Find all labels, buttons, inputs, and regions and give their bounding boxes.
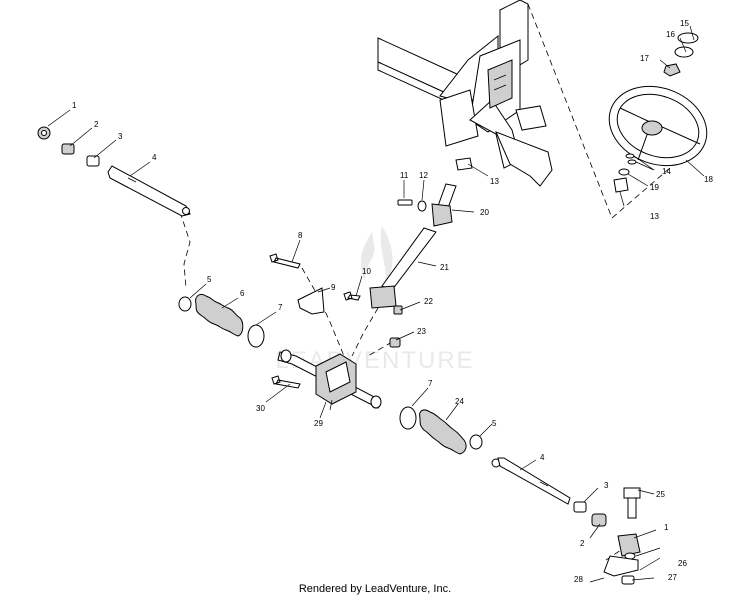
washer-12 bbox=[417, 200, 427, 212]
callout-1b: 1 bbox=[664, 523, 669, 532]
tie-rod-end-right bbox=[617, 533, 641, 557]
left-boot-assembly bbox=[178, 293, 265, 348]
boot-clamp-small-left bbox=[178, 296, 192, 312]
callout-25: 25 bbox=[656, 490, 665, 499]
callout-30: 30 bbox=[256, 404, 265, 413]
callout-4: 4 bbox=[152, 153, 157, 162]
callout-29: 29 bbox=[314, 419, 323, 428]
steering-wheel-assembly bbox=[608, 32, 708, 193]
callout-22: 22 bbox=[424, 297, 433, 306]
steering-boot-left bbox=[195, 293, 244, 337]
callout-27: 27 bbox=[668, 573, 677, 582]
washer-14a bbox=[625, 153, 635, 159]
callout-7b: 7 bbox=[428, 379, 433, 388]
nut-22 bbox=[393, 305, 403, 315]
callout-21: 21 bbox=[440, 263, 449, 272]
callout-26: 26 bbox=[678, 559, 687, 568]
callout-19: 19 bbox=[650, 183, 659, 192]
callout-12: 12 bbox=[419, 171, 428, 180]
callout-6: 6 bbox=[240, 289, 245, 298]
bracket-9 bbox=[297, 287, 325, 315]
bushing-13b bbox=[613, 177, 629, 193]
callout-18: 18 bbox=[704, 175, 713, 184]
cap-15 bbox=[677, 32, 699, 44]
footer-credit: Rendered by LeadVenture, Inc. bbox=[298, 583, 452, 595]
hardware-center-left bbox=[269, 253, 361, 389]
boot-clamp-large-right bbox=[399, 406, 417, 430]
callout-15: 15 bbox=[680, 19, 689, 28]
inner-tie-rod-left bbox=[107, 165, 191, 217]
right-tie-rod-assembly bbox=[491, 457, 641, 585]
frame-assembly bbox=[377, 0, 553, 187]
callout-1: 1 bbox=[72, 101, 77, 110]
steering-rack-assembly bbox=[277, 349, 382, 411]
nut-17 bbox=[663, 63, 681, 77]
callout-5: 5 bbox=[207, 275, 212, 284]
callout-10: 10 bbox=[362, 267, 371, 276]
lower-u-joint bbox=[369, 285, 397, 309]
callout-16: 16 bbox=[666, 30, 675, 39]
steering-shaft-assembly bbox=[369, 157, 473, 348]
upper-shaft-20 bbox=[437, 183, 457, 209]
washer-14b bbox=[627, 159, 637, 165]
jam-nut-right bbox=[591, 513, 607, 527]
callout-5b: 5 bbox=[492, 419, 497, 428]
bolt-10 bbox=[343, 291, 361, 301]
callout-11: 11 bbox=[400, 171, 409, 180]
steering-boot-right bbox=[419, 409, 467, 455]
boot-clamp-small-right bbox=[469, 434, 483, 450]
callout-24: 24 bbox=[455, 397, 464, 406]
washer-19 bbox=[618, 168, 630, 176]
callout-20: 20 bbox=[480, 208, 489, 217]
callout-3: 3 bbox=[118, 132, 123, 141]
callout-13: 13 bbox=[490, 177, 499, 186]
callout-28: 28 bbox=[574, 575, 583, 584]
callout-17: 17 bbox=[640, 54, 649, 63]
spindle-arm bbox=[603, 555, 639, 577]
callout-14: 14 bbox=[662, 167, 671, 176]
nut-left bbox=[86, 155, 100, 167]
nut-23 bbox=[389, 337, 401, 348]
left-tie-rod-assembly bbox=[37, 126, 191, 217]
horn-pad-16 bbox=[674, 46, 694, 58]
callout-labels: 1 2 3 4 5 6 7 8 9 10 11 12 13 20 21 22 2… bbox=[72, 19, 713, 584]
inner-tie-rod-right bbox=[497, 457, 571, 505]
upper-u-joint bbox=[431, 203, 453, 227]
callout-3b: 3 bbox=[604, 481, 609, 490]
right-boot-assembly bbox=[399, 406, 483, 455]
callout-7: 7 bbox=[278, 303, 283, 312]
boot-clamp-large-left bbox=[247, 324, 265, 348]
leader-lines bbox=[47, 25, 705, 581]
cotter-pin-28 bbox=[589, 577, 605, 583]
callout-13b: 13 bbox=[650, 212, 659, 221]
callout-8: 8 bbox=[298, 231, 303, 240]
nut-right bbox=[573, 501, 587, 513]
bolt-30 bbox=[271, 375, 301, 389]
bushing-13 bbox=[455, 157, 473, 171]
bolt-11 bbox=[397, 199, 413, 206]
bolt-25 bbox=[623, 487, 641, 519]
callout-2b: 2 bbox=[580, 539, 585, 548]
jam-nut-left bbox=[61, 143, 75, 155]
callout-9: 9 bbox=[331, 283, 336, 292]
callout-2: 2 bbox=[94, 120, 99, 129]
callout-4b: 4 bbox=[540, 453, 545, 462]
bolt-8 bbox=[269, 253, 301, 269]
callout-23: 23 bbox=[417, 327, 426, 336]
